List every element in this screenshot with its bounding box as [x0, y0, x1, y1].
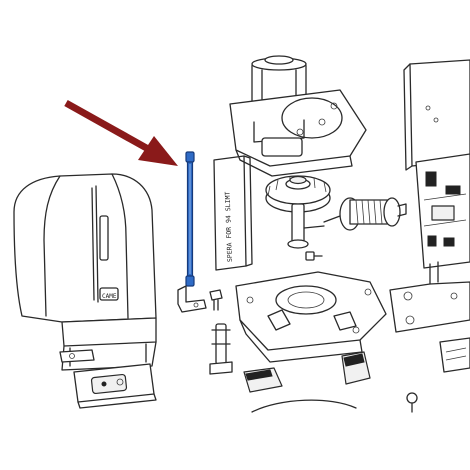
gearbox-base: [235, 271, 387, 363]
brand-logo: CAME: [102, 293, 117, 300]
motor-assembly: [229, 55, 367, 177]
frame-bracket: [389, 261, 470, 333]
control-board: [415, 153, 470, 269]
worm-shaft: [323, 197, 407, 231]
release-handle-plate: [73, 363, 157, 409]
bracket-clip: [439, 337, 470, 373]
drive-gear: [265, 175, 331, 213]
limit-cam-right: [341, 351, 371, 385]
side-screw: [406, 392, 418, 413]
pointer-arrow-icon: [64, 99, 178, 166]
hex-bolt: [209, 289, 223, 311]
electronics-frame: [403, 59, 470, 171]
control-card: SPERA FOR 94 SLIMT: [213, 155, 253, 271]
limit-cam-left: [243, 367, 283, 393]
motor-cover: CAME: [13, 173, 157, 371]
output-shaft: [287, 203, 325, 249]
base-plate-edge: [251, 399, 357, 413]
release-pin: [209, 323, 233, 375]
cover-bracket: [59, 349, 95, 363]
angle-bracket: [177, 285, 207, 313]
highlighted-connecting-rod[interactable]: [185, 151, 195, 287]
small-pin: [305, 251, 323, 261]
control-card-label: SPERA FOR 94 SLIMT: [224, 191, 234, 262]
